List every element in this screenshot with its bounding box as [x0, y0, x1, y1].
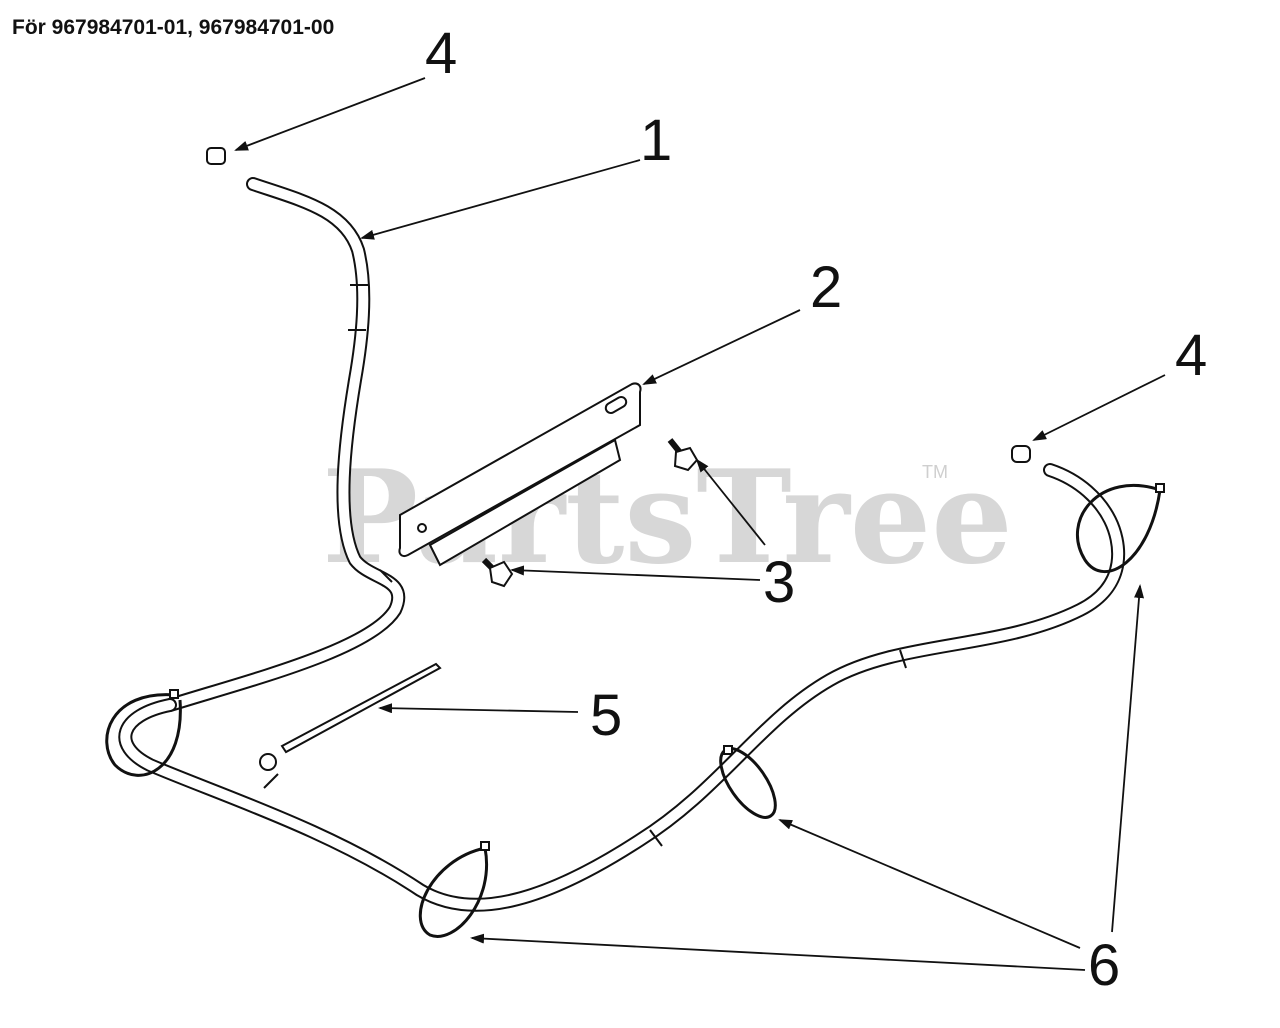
callout-6: 6 [1088, 933, 1120, 998]
part-1-tube [163, 177, 406, 712]
clamp-left [105, 689, 182, 777]
diagram-caption: För 967984701-01, 967984701-00 [12, 16, 335, 39]
watermark-trademark: TM [922, 462, 948, 482]
part-5-cable-tie [259, 662, 442, 771]
leader-lines [234, 77, 1166, 971]
callout-4-left: 4 [425, 21, 457, 86]
clamp-middle [719, 745, 777, 819]
clamp-bottom [418, 841, 490, 938]
callout-1: 1 [640, 108, 672, 173]
callout-2: 2 [810, 255, 842, 320]
callout-4-right: 4 [1175, 323, 1207, 388]
callout-5: 5 [590, 683, 622, 748]
part-3-bolt-upper [667, 438, 699, 472]
callout-3: 3 [763, 550, 795, 615]
part-2-bracket [398, 382, 642, 567]
part-6-tube [118, 463, 1126, 912]
part-4-cap-right [1011, 445, 1031, 463]
part-3-bolt-lower [481, 557, 514, 588]
part-4-cap-left [206, 147, 226, 165]
clamp-right [1075, 483, 1165, 573]
